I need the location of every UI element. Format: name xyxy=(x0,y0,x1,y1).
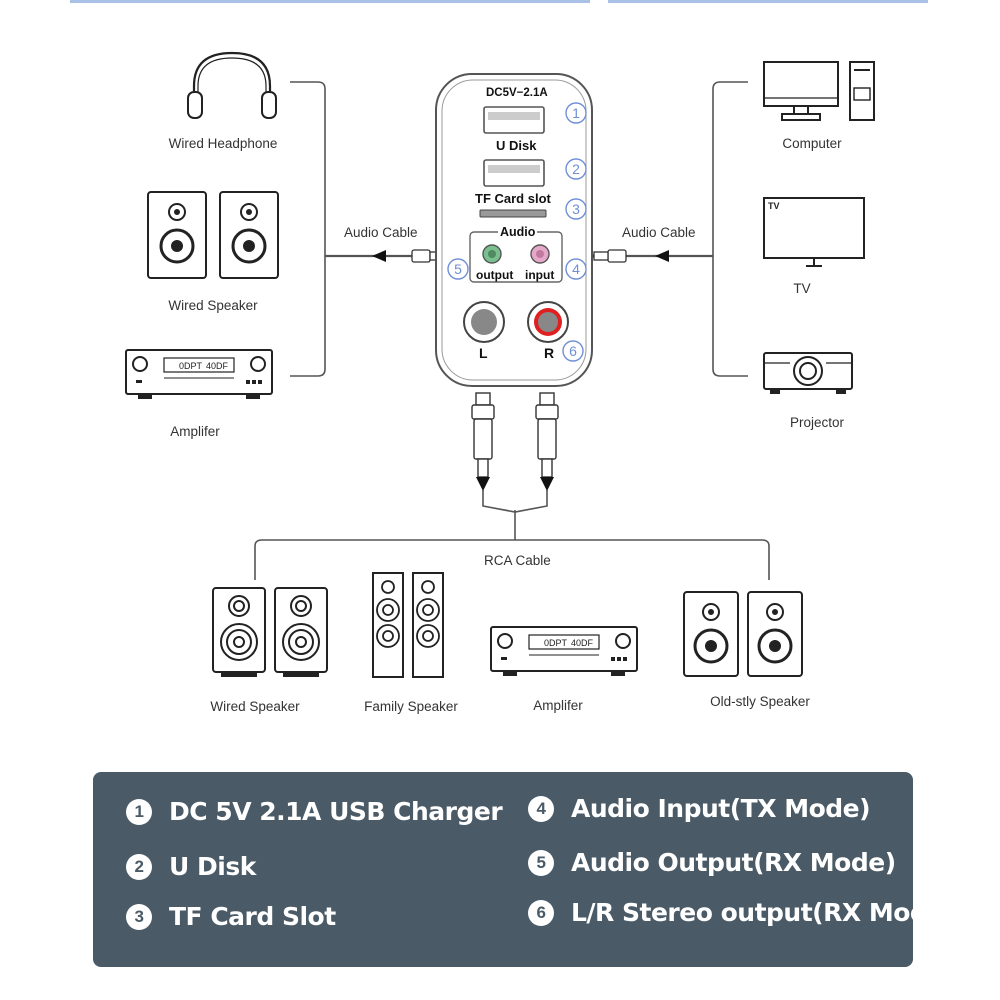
marker-5: 5 xyxy=(454,261,462,277)
right-channel-label: R xyxy=(544,345,555,361)
legend-item-1: 1 DC 5V 2.1A USB Charger xyxy=(126,797,503,826)
legend-item-3: 3 TF Card Slot xyxy=(126,902,336,931)
legend-panel: 1 DC 5V 2.1A USB Charger 2 U Disk 3 TF C… xyxy=(93,772,955,967)
marker-3: 3 xyxy=(572,201,580,217)
left-channel-label: L xyxy=(479,345,488,361)
legend-item-4: 4 Audio Input(TX Mode) xyxy=(528,794,871,823)
tv-icon: TV xyxy=(763,197,865,267)
top-accent-bar-right xyxy=(608,0,928,3)
legend-text-2: U Disk xyxy=(169,852,256,881)
headphone-label: Wired Headphone xyxy=(168,136,278,151)
legend-item-6: 6 L/R Stereo output(RX Mode) xyxy=(528,898,955,927)
legend-text-1: DC 5V 2.1A USB Charger xyxy=(169,797,503,826)
tf-card-label: TF Card slot xyxy=(475,191,551,206)
wired-speaker-icon xyxy=(147,191,279,279)
device-number-markers: 1 2 3 4 5 6 xyxy=(447,102,587,362)
legend-number-5: 5 xyxy=(528,849,554,876)
legend-text-4: Audio Input(TX Mode) xyxy=(571,794,871,823)
output-label: output xyxy=(476,268,514,282)
legend-text-5: Audio Output(RX Mode) xyxy=(571,848,896,877)
audio-cable-right-label: Audio Cable xyxy=(622,225,696,240)
amp-display-left: 0DPT xyxy=(179,361,203,371)
amp-display-right: 40DF xyxy=(206,361,229,371)
projector-icon xyxy=(763,352,853,394)
legend-number-2: 2 xyxy=(126,853,152,880)
bottom-amp-display-left: 0DPT xyxy=(544,638,568,648)
wired-speaker-label: Wired Speaker xyxy=(168,298,258,313)
legend-number-4: 4 xyxy=(528,795,554,822)
family-speaker-icon xyxy=(372,572,444,678)
family-speaker-label: Family Speaker xyxy=(364,699,458,714)
legend-text-6: L/R Stereo output(RX Mode) xyxy=(571,898,955,927)
bottom-amplifier-icon: 0DPT 40DF xyxy=(490,626,638,676)
power-label: DC5V−2.1A xyxy=(486,87,548,99)
audio-label: Audio xyxy=(498,225,538,239)
input-label: input xyxy=(525,268,555,282)
marker-2: 2 xyxy=(572,161,580,177)
old-style-speaker-icon xyxy=(683,591,803,677)
tv-screen-text: TV xyxy=(768,201,780,211)
old-style-speaker-label: Old-stly Speaker xyxy=(710,694,810,709)
legend-item-5: 5 Audio Output(RX Mode) xyxy=(528,848,896,877)
marker-4: 4 xyxy=(572,261,580,277)
bottom-wired-speaker-icon xyxy=(212,587,328,677)
top-accent-bar-left xyxy=(70,0,590,3)
audio-cable-left-label: Audio Cable xyxy=(344,225,418,240)
projector-label: Projector xyxy=(789,415,845,430)
bottom-amp-display-right: 40DF xyxy=(571,638,594,648)
marker-6: 6 xyxy=(569,343,577,359)
headphone-icon xyxy=(187,51,277,119)
bottom-wired-speaker-label: Wired Speaker xyxy=(210,699,300,714)
amplifier-icon: 0DPT 40DF xyxy=(125,349,273,399)
udisk-label: U Disk xyxy=(496,138,537,153)
bottom-amplifier-label: Amplifer xyxy=(533,698,583,713)
legend-number-6: 6 xyxy=(528,899,554,926)
tv-label: TV xyxy=(793,281,811,296)
marker-1: 1 xyxy=(572,105,580,121)
computer-icon xyxy=(763,61,875,121)
rca-cable-label: RCA Cable xyxy=(484,553,551,568)
legend-item-2: 2 U Disk xyxy=(126,852,256,881)
computer-label: Computer xyxy=(782,136,842,151)
legend-number-3: 3 xyxy=(126,903,152,930)
amplifier-label: Amplifer xyxy=(170,424,220,439)
legend-text-3: TF Card Slot xyxy=(169,902,336,931)
tf-card-slot xyxy=(479,209,547,218)
legend-number-1: 1 xyxy=(126,798,152,825)
